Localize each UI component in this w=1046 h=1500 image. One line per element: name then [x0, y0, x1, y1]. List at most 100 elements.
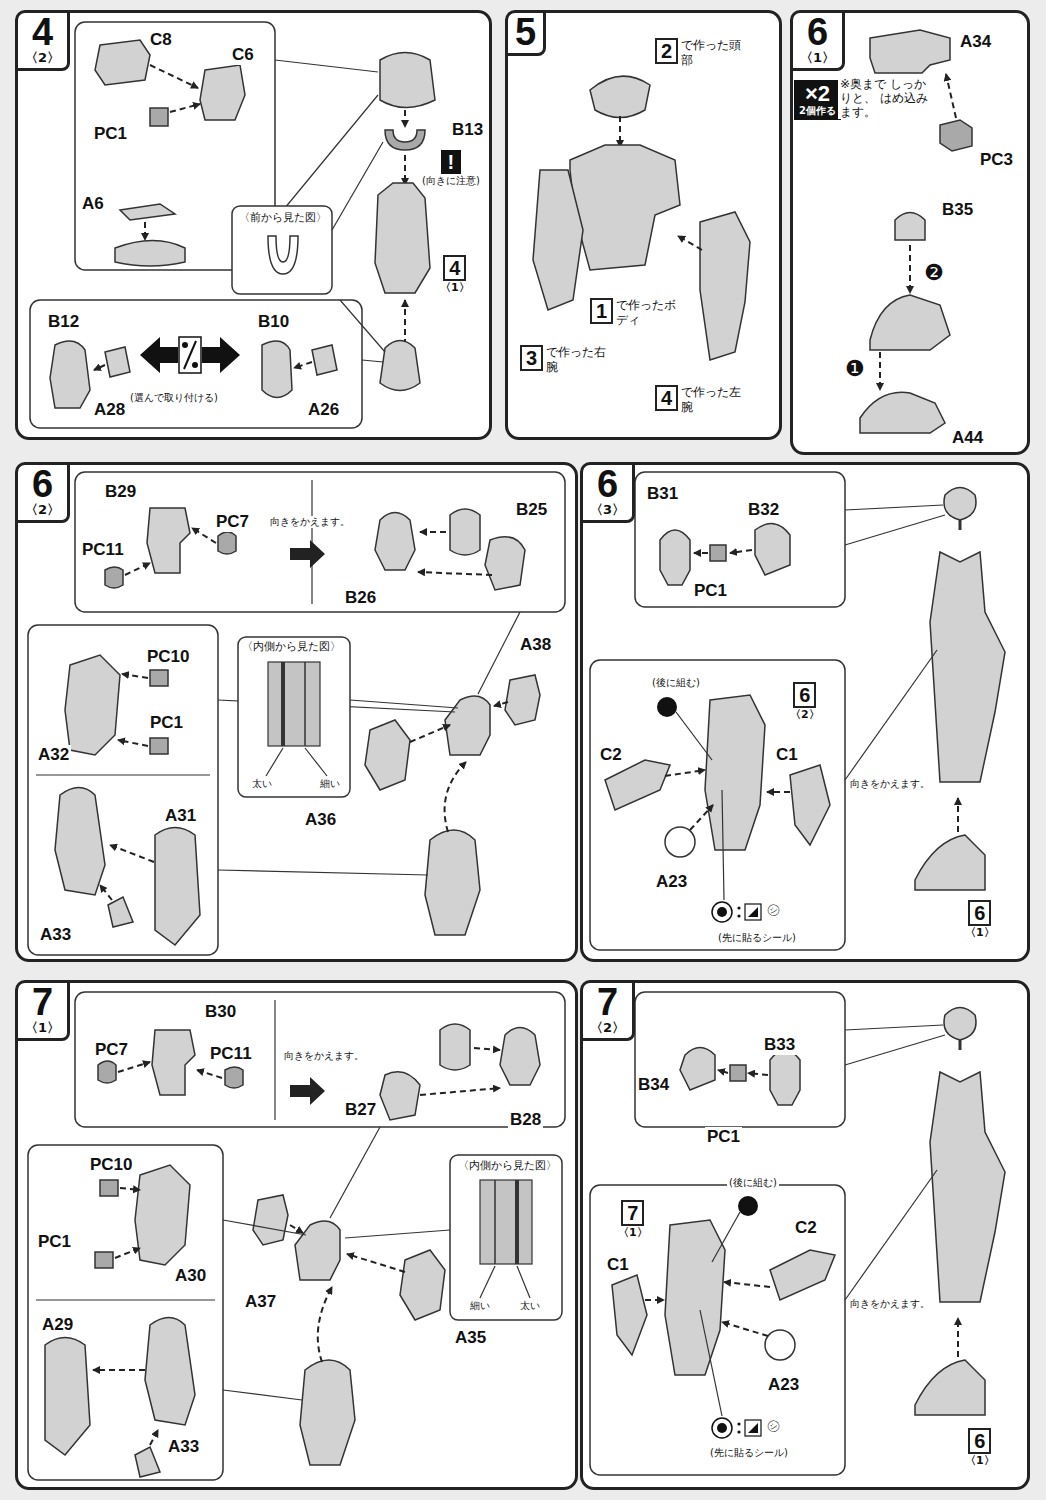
step-marker: ❷ — [922, 262, 946, 284]
part-number: A34 — [958, 32, 993, 52]
part-number: A31 — [163, 806, 198, 826]
part-number: B34 — [636, 1075, 671, 1095]
part-number: B29 — [103, 482, 138, 502]
part-number: A32 — [36, 745, 71, 765]
step-number: 6 — [25, 465, 60, 503]
note-text: 細い — [468, 1300, 492, 1312]
reference-number: 1 — [590, 298, 613, 324]
part-number: A29 — [40, 1315, 75, 1335]
part-number: A26 — [306, 400, 341, 420]
note-text: 向きをかえます。 — [282, 1050, 366, 1062]
step-reference: 3で作った右腕 — [520, 345, 610, 375]
reference-note: で作った右腕 — [546, 345, 610, 375]
part-number: B26 — [343, 588, 378, 608]
part-number: PC10 — [88, 1155, 135, 1175]
step-tag: 6〈2〉 — [15, 462, 70, 523]
reference-number: 4 — [443, 255, 466, 281]
caution-symbol: ! — [441, 150, 462, 174]
step-reference: 4〈1〉 — [440, 255, 470, 294]
part-number: A35 — [453, 1328, 488, 1348]
step-tag: 7〈1〉 — [15, 980, 70, 1041]
caution-note: (向きに注意) — [422, 174, 480, 187]
part-number: C2 — [598, 745, 624, 765]
part-number: PC7 — [214, 512, 251, 532]
part-number: PC7 — [93, 1040, 130, 1060]
part-number: A30 — [173, 1266, 208, 1286]
step-panel: 4〈2〉!(向きに注意)4〈1〉 — [15, 10, 492, 440]
part-number: C6 — [230, 45, 256, 65]
part-number: C8 — [148, 30, 174, 50]
step-tag: 4〈2〉 — [15, 10, 70, 71]
part-number: PC11 — [208, 1044, 254, 1064]
note-text: 細い — [318, 778, 342, 790]
part-number: A28 — [92, 400, 127, 420]
step-number: 5 — [515, 13, 536, 51]
step-sub: 〈2〉 — [590, 1021, 625, 1036]
reference-note: で作った左腕 — [681, 385, 745, 415]
part-number: B25 — [514, 500, 549, 520]
step-number: 6 — [590, 465, 625, 503]
part-number: A44 — [950, 428, 985, 448]
step-tag: 6〈3〉 — [580, 462, 635, 523]
part-number: PC1 — [705, 1127, 742, 1147]
caution-mark: !(向きに注意) — [422, 150, 480, 187]
part-number: B28 — [508, 1110, 543, 1130]
part-number: A38 — [518, 635, 553, 655]
note-text: 向きをかえます。 — [848, 1298, 932, 1310]
step-reference: 6〈2〉 — [790, 682, 820, 721]
step-tag: 5 — [505, 10, 546, 56]
reference-number: 6 — [793, 682, 816, 708]
reference-number: 3 — [520, 345, 543, 371]
step-panel: 6〈3〉 6〈2〉 6〈1〉 — [580, 462, 1030, 962]
step-reference: 6〈1〉 — [965, 1428, 995, 1467]
part-number: A23 — [766, 1375, 801, 1395]
step-reference: 6〈1〉 — [965, 900, 995, 939]
step-sub: 〈1〉 — [25, 1021, 60, 1036]
part-number: PC1 — [92, 124, 129, 144]
reference-number: 2 — [655, 38, 678, 64]
step-sub: 〈1〉 — [800, 51, 835, 66]
quantity-badge: ×22個作る — [794, 80, 841, 120]
part-number: PC3 — [978, 150, 1015, 170]
part-number: A36 — [303, 810, 338, 830]
step-marker: ❶ — [843, 358, 867, 380]
part-number: PC10 — [145, 647, 192, 667]
step-number: 4 — [25, 13, 60, 51]
step-number: 7 — [590, 983, 625, 1021]
note-text: (選んで取り付ける) — [128, 392, 220, 404]
reference-sub: 〈1〉 — [618, 1226, 648, 1239]
part-number: B12 — [46, 312, 81, 332]
note-text: (先に貼るシール) — [716, 932, 798, 944]
step-tag: 7〈2〉 — [580, 980, 635, 1041]
note-text: 〈前から見た図〉 — [237, 212, 329, 225]
part-number: C1 — [774, 745, 800, 765]
step-sub: 〈2〉 — [25, 51, 60, 66]
step-sub: 〈2〉 — [25, 503, 60, 518]
reference-sub: 〈1〉 — [440, 281, 470, 294]
part-number: A6 — [80, 194, 106, 214]
reference-number: 6 — [968, 900, 991, 926]
note-text: 〈内側から見た図〉 — [240, 641, 343, 654]
part-number: B13 — [450, 120, 485, 140]
part-number: B30 — [203, 1002, 238, 1022]
part-number: PC11 — [80, 540, 126, 560]
part-number: PC1 — [692, 581, 729, 601]
step-reference: 4で作った左腕 — [655, 385, 745, 415]
seal-symbol: ㋛ — [765, 1419, 782, 1434]
seal-symbol: ㋛ — [765, 903, 782, 918]
reference-number: 7 — [621, 1200, 644, 1226]
note-text: 向きをかえます。 — [848, 778, 932, 790]
step-reference: 1で作ったボディ — [590, 298, 680, 328]
reference-sub: 〈1〉 — [965, 1454, 995, 1467]
part-number: A37 — [243, 1292, 278, 1312]
part-number: A33 — [38, 925, 73, 945]
reference-number: 4 — [655, 385, 678, 411]
note-text: ※奥まで しっかりと、 はめ込みます。 — [838, 78, 936, 119]
part-number: A23 — [654, 872, 689, 892]
note-text: (後に組む) — [650, 677, 702, 689]
reference-number: 6 — [968, 1428, 991, 1454]
part-number: C2 — [793, 1218, 819, 1238]
step-number: 7 — [25, 983, 60, 1021]
